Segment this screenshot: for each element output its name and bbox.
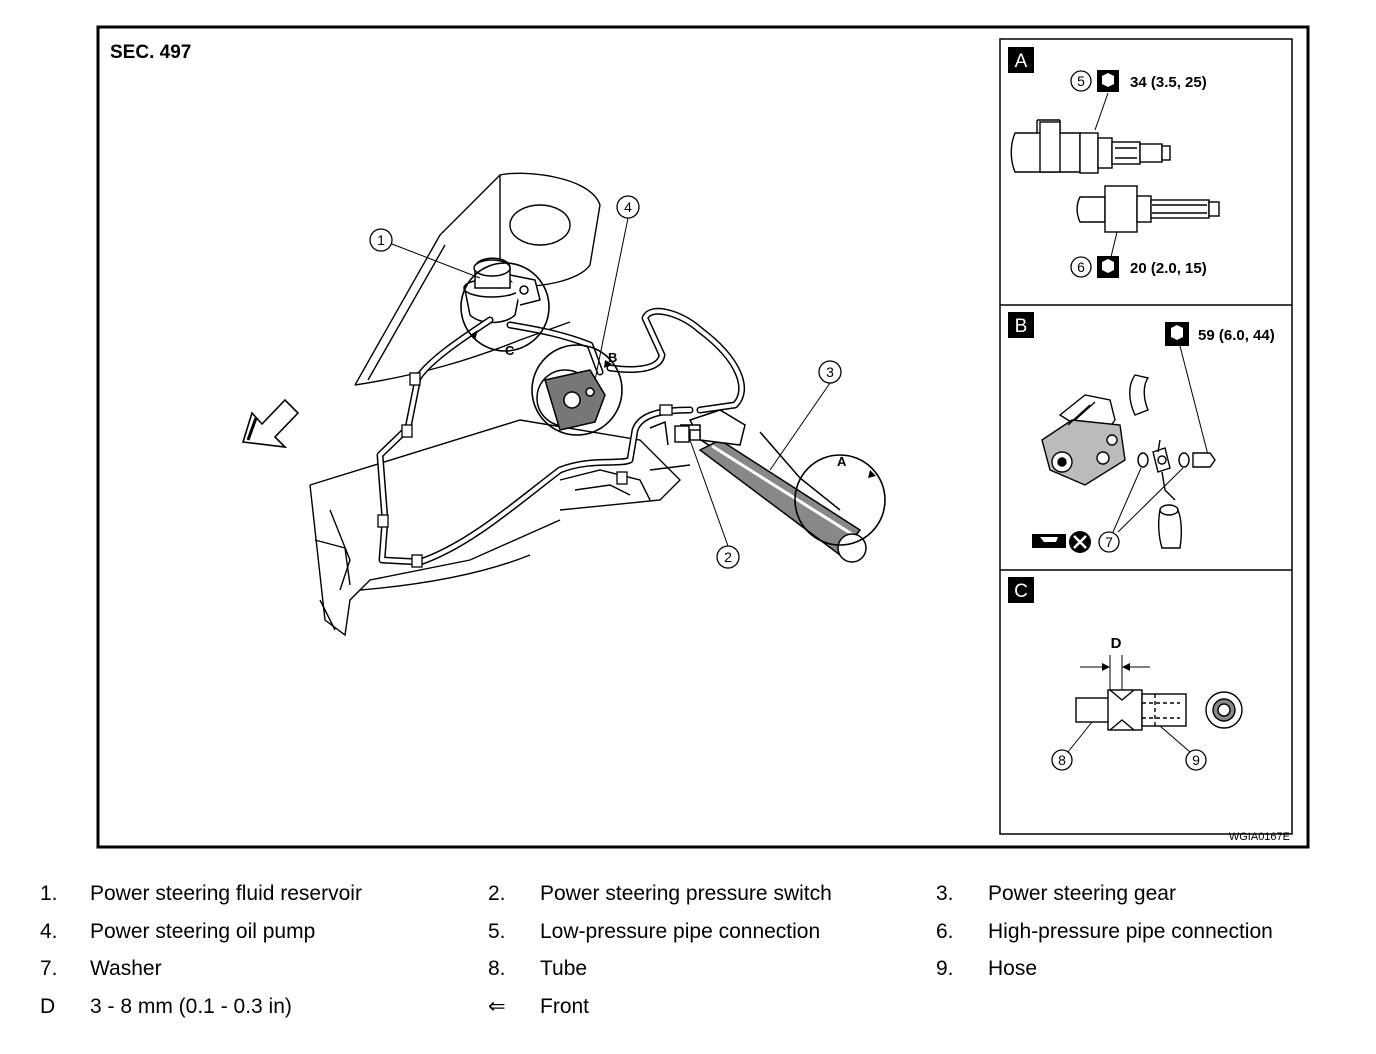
legend-text: Hose (988, 957, 1038, 980)
fluid-reservoir (463, 257, 541, 324)
legend-text: High-pressure pipe connection (988, 920, 1273, 943)
main-diagram: SEC. 497 (96, 25, 1310, 849)
svg-text:A: A (1015, 51, 1028, 72)
pressure-switch (674, 425, 701, 443)
panel-label-B (1008, 312, 1034, 338)
detail-circles (460, 262, 886, 546)
detail-ref-B: B (608, 350, 617, 365)
panel-label-A (1008, 47, 1034, 73)
legend-number: 9. (936, 957, 954, 980)
legend: 1. Power steering fluid reservoir 2. Pow… (0, 870, 1376, 1050)
callout-8: 8 (1058, 752, 1066, 768)
legend-number: 3. (936, 882, 954, 905)
legend-number: 5. (488, 920, 506, 943)
legend-row: 7. Washer 8. Tube 9. Hose (0, 951, 1376, 987)
front-arrow-icon (241, 398, 300, 449)
legend-text: Power steering oil pump (90, 920, 316, 943)
callout-5: 5 (1077, 73, 1085, 89)
svg-text:4: 4 (624, 199, 632, 215)
figure-code: WGIA0167E (1229, 831, 1290, 843)
bolt-torque-icon (1165, 322, 1189, 346)
section-label: SEC. 497 (110, 42, 191, 63)
callout-1: 1 (369, 228, 481, 279)
legend-text: Tube (540, 957, 588, 980)
svg-text:3: 3 (826, 364, 834, 380)
legend-number: 1. (40, 882, 58, 905)
legend-text: Power steering gear (988, 882, 1176, 905)
svg-text:2: 2 (724, 549, 732, 565)
legend-text: Washer (90, 957, 162, 980)
legend-text: Front (540, 995, 590, 1018)
legend-text: Power steering fluid reservoir (90, 882, 362, 905)
legend-row: 4. Power steering oil pump 5. Low-pressu… (0, 914, 1376, 950)
legend-text: 3 - 8 mm (0.1 - 0.3 in) (90, 995, 292, 1018)
callout-3: 3 (769, 360, 842, 471)
panel-label-C (1008, 577, 1034, 603)
detail-ref-C: C (505, 343, 515, 358)
svg-text:B: B (1015, 316, 1028, 337)
callout-7: 7 (1105, 534, 1113, 550)
dimension-label-D: D (1111, 635, 1122, 652)
callout-2: 2 (689, 439, 740, 569)
legend-arrow-symbol: ⇐ (488, 995, 506, 1018)
svg-text:C: C (1014, 581, 1028, 602)
legend-row: 1. Power steering fluid reservoir 2. Pow… (0, 876, 1376, 912)
callout-9: 9 (1192, 752, 1200, 768)
svg-text:1: 1 (377, 232, 385, 248)
bolt-torque-icon (1097, 256, 1119, 278)
bolt-torque-icon (1097, 70, 1119, 92)
torque-value-5: 34 (3.5, 25) (1130, 74, 1207, 91)
legend-number: 7. (40, 957, 58, 980)
hose-end-view (1205, 691, 1243, 729)
callout-6: 6 (1077, 259, 1085, 275)
detail-circle-markers (470, 330, 876, 478)
detail-panel-A: A 5 34 (3.5, 25) (1008, 47, 1220, 278)
steering-gear (649, 409, 867, 563)
callout-4: 4 (594, 195, 640, 381)
legend-number: 6. (936, 920, 954, 943)
legend-number: 2. (488, 882, 506, 905)
legend-number: 4. (40, 920, 58, 943)
detail-ref-A: A (837, 454, 847, 469)
washer-tool-icon (1032, 534, 1066, 548)
legend-text: Low-pressure pipe connection (540, 920, 821, 943)
detail-panel-B: B 59 (6.0, 44) (1008, 312, 1275, 553)
do-not-reuse-icon (1069, 531, 1091, 553)
legend-text: Power steering pressure switch (540, 882, 832, 905)
legend-number: 8. (488, 957, 506, 980)
legend-number: D (40, 995, 56, 1018)
torque-value-B: 59 (6.0, 44) (1198, 327, 1275, 344)
legend-row: D 3 - 8 mm (0.1 - 0.3 in) ⇐ Front (0, 989, 1376, 1025)
detail-panel-C: C D 8 9 (1008, 577, 1243, 771)
clips (377, 372, 673, 568)
oil-pump (536, 369, 606, 431)
torque-value-6: 20 (2.0, 15) (1130, 260, 1207, 277)
